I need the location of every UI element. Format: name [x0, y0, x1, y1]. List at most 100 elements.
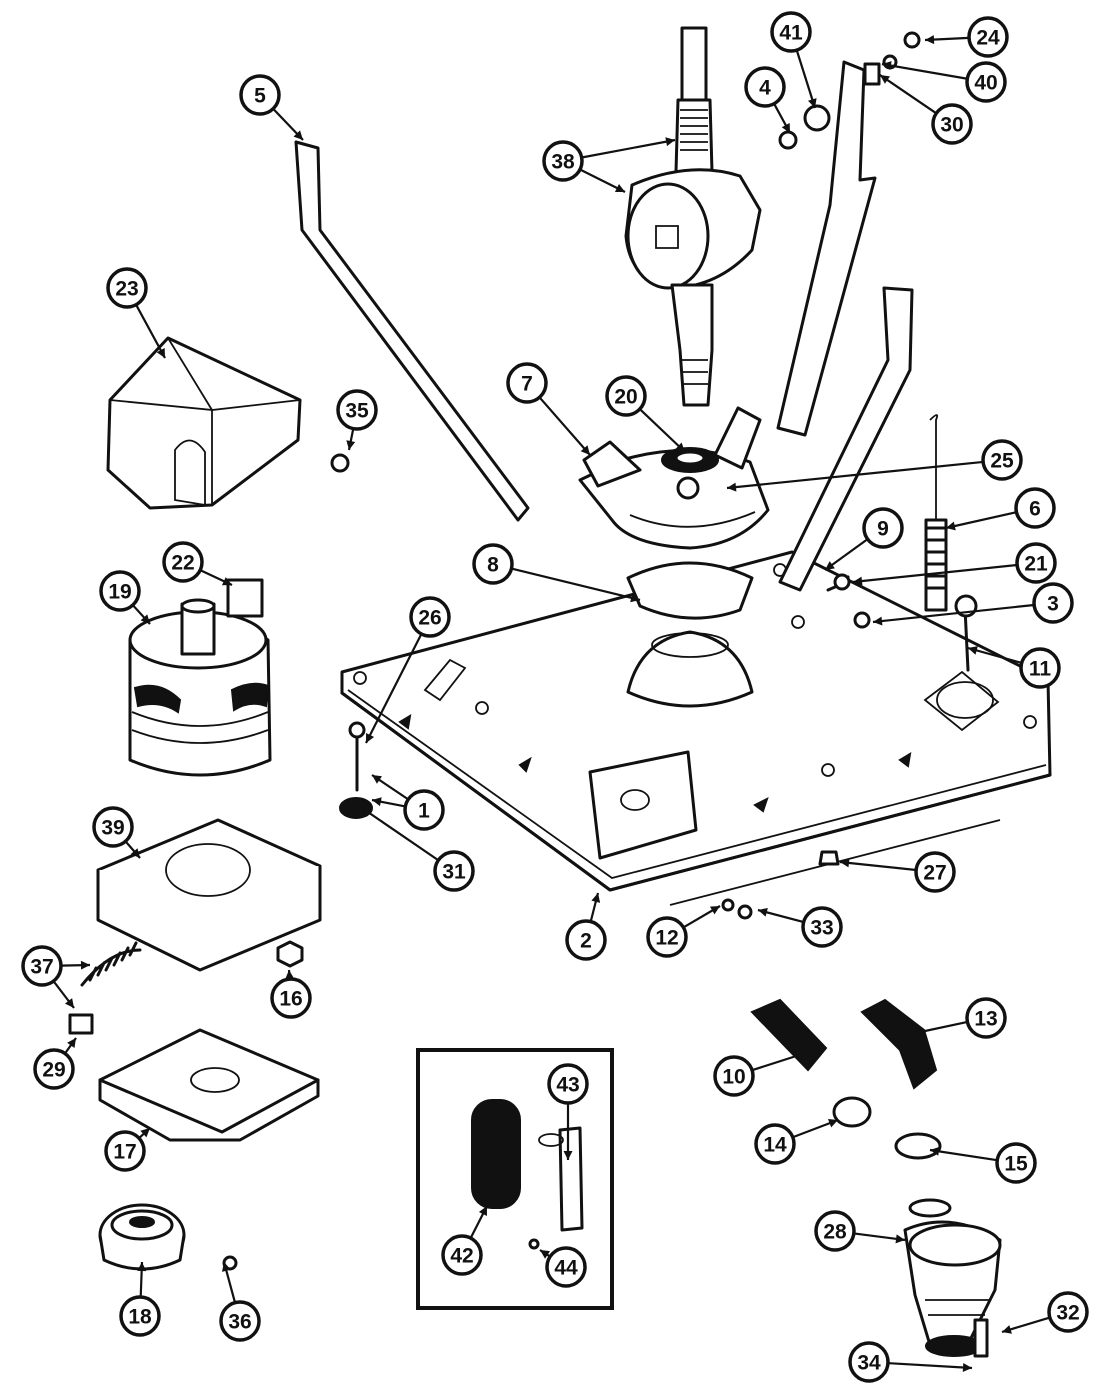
callout-15: 15	[995, 1142, 1037, 1184]
callout-circle	[713, 1055, 755, 1097]
callout-3: 3	[1032, 582, 1074, 624]
callout-number: 20	[614, 386, 637, 409]
arrowhead-30	[880, 75, 890, 84]
arrowhead-39	[130, 848, 140, 858]
callout-41: 41	[770, 11, 812, 53]
callout-number: 13	[974, 1008, 997, 1031]
arrowhead-11	[968, 646, 978, 655]
transmission	[624, 26, 762, 407]
callout-circle	[33, 1048, 75, 1090]
callout-38: 38	[542, 140, 584, 182]
arrowhead-37	[80, 960, 90, 970]
arrowhead-36	[222, 1262, 231, 1272]
callout-9: 9	[862, 507, 904, 549]
callout-number: 26	[418, 607, 441, 630]
callout-number: 33	[810, 917, 833, 940]
callout-number: 4	[759, 77, 771, 100]
leader-line-15	[929, 1148, 998, 1162]
callout-1: 1	[403, 789, 445, 831]
clip-29	[68, 1013, 94, 1035]
callout-number: 39	[101, 817, 124, 840]
leader-line-23	[135, 304, 166, 359]
callout-circle	[995, 1142, 1037, 1184]
arrowhead-3	[873, 616, 883, 626]
leader-line-13	[910, 1020, 968, 1036]
callout-number: 43	[556, 1074, 579, 1097]
arrowhead-7	[580, 445, 590, 455]
arrowhead-35	[346, 440, 356, 450]
callout-32: 32	[1047, 1291, 1089, 1333]
callout-22: 22	[162, 541, 204, 583]
callout-circle	[409, 596, 451, 638]
callout-circle	[848, 1341, 890, 1383]
callout-number: 15	[1004, 1153, 1028, 1176]
callout-33: 33	[801, 906, 843, 948]
callout-circle	[403, 789, 445, 831]
callout-17: 17	[104, 1130, 146, 1172]
callout-number: 34	[857, 1352, 881, 1375]
arrowhead-40	[882, 61, 892, 70]
arrowhead-32	[1002, 1325, 1012, 1334]
callout-number: 2	[580, 930, 592, 953]
callout-circle	[965, 997, 1007, 1039]
callout-circle	[542, 140, 584, 182]
callout-circle	[814, 1210, 856, 1252]
callout-circle	[967, 16, 1009, 58]
callout-circle	[506, 362, 548, 404]
arrowhead-25	[727, 482, 737, 492]
leader-line-21	[852, 563, 1018, 584]
leader-line-26	[365, 633, 423, 744]
arrowhead-14	[827, 1118, 838, 1128]
callout-number: 6	[1029, 498, 1041, 521]
callout-number: 30	[940, 114, 963, 137]
callout-circle	[433, 850, 475, 892]
callout-circle	[1032, 582, 1074, 624]
pump	[903, 1198, 1002, 1357]
callout-circle	[547, 1063, 589, 1105]
callout-10: 10	[713, 1055, 755, 1097]
arrowhead-34	[962, 1362, 972, 1372]
callout-circle	[21, 945, 63, 987]
motor-cover	[106, 336, 302, 510]
callout-35: 35	[336, 389, 378, 431]
sleeve-42	[471, 1099, 521, 1209]
callout-number: 8	[487, 554, 499, 577]
callout-number: 35	[345, 400, 369, 423]
callout-circle	[770, 11, 812, 53]
callout-circle	[1047, 1291, 1089, 1333]
callout-19: 19	[99, 570, 141, 612]
callout-circle	[545, 1246, 587, 1288]
ring-part	[626, 561, 754, 620]
arrowhead-42	[478, 1206, 487, 1217]
callout-number: 41	[779, 22, 803, 45]
callout-number: 24	[976, 27, 1000, 50]
callout-number: 9	[877, 518, 889, 541]
callout-circle	[801, 906, 843, 948]
callout-14: 14	[754, 1123, 796, 1165]
spring-37	[80, 941, 142, 987]
callout-number: 40	[974, 72, 997, 95]
callout-circle	[219, 1300, 261, 1342]
arrowhead-9	[825, 561, 835, 570]
callout-40: 40	[965, 61, 1007, 103]
leader-line-30	[879, 74, 937, 115]
callout-24: 24	[967, 16, 1009, 58]
arrowhead-26	[366, 732, 375, 743]
arrowhead-17	[140, 1128, 150, 1138]
callout-circle	[1015, 542, 1057, 584]
callout-25: 25	[981, 439, 1023, 481]
callout-27: 27	[914, 851, 956, 893]
leader-line-3	[872, 603, 1035, 624]
hardware	[276, 31, 989, 1358]
callout-number: 14	[763, 1134, 787, 1157]
callout-number: 28	[823, 1221, 847, 1244]
callout-labels: 1234567891011121314151617181920212223242…	[21, 11, 1089, 1383]
leader-line-11	[967, 646, 1022, 664]
callout-number: 37	[30, 956, 53, 979]
arrowhead-43	[563, 1151, 573, 1160]
motor	[128, 578, 272, 777]
arrowhead-38	[665, 137, 675, 147]
callout-circle	[92, 806, 134, 848]
leader-line-7	[538, 396, 591, 456]
